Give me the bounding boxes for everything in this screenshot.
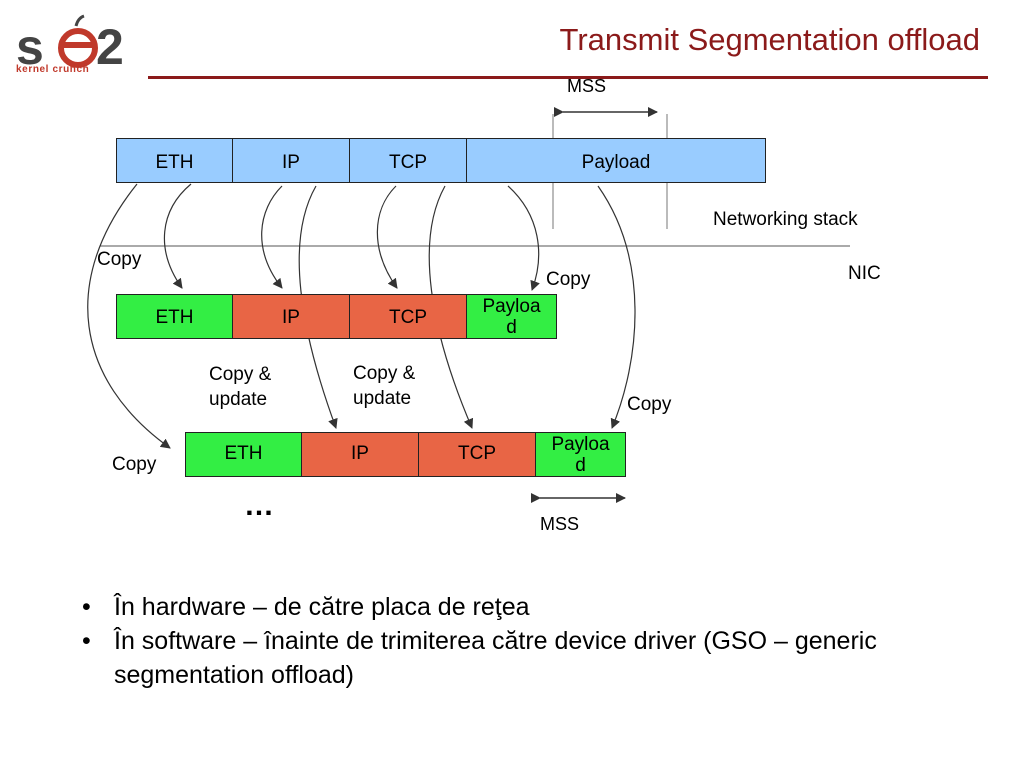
mss-top-label: MSS: [567, 76, 607, 96]
row2-tcp-header: TCP: [349, 294, 467, 339]
bullet-list: • În hardware – de către placa de reţea …: [82, 590, 982, 692]
bullet-text: În software – înainte de trimiterea cătr…: [114, 627, 877, 689]
copy-label-left-top: Copy: [97, 249, 142, 270]
row2-eth-header: ETH: [116, 294, 233, 339]
row1-payload: Payload: [466, 138, 766, 183]
arrow-eth-copy: [163, 183, 192, 289]
copy-label-left-bottom: Copy: [112, 454, 157, 475]
ellipsis: …: [244, 489, 274, 522]
arrow-ip-copy-update: [298, 185, 338, 429]
bullet-item: • În hardware – de către placa de reţea: [82, 590, 982, 624]
title-divider: [148, 76, 988, 79]
row3-eth-header: ETH: [185, 432, 302, 477]
svg-text:2: 2: [96, 19, 124, 75]
bullet-item: • În software – înainte de trimiterea că…: [82, 624, 982, 692]
row1-ip-header: IP: [232, 138, 350, 183]
logo-subtitle: kernel crunch: [16, 64, 90, 75]
arrow-tcp-copy-update: [428, 185, 474, 429]
row3-ip-header: IP: [301, 432, 419, 477]
row3-payload: Payloa d: [535, 432, 626, 477]
row1-payload-label: Payload: [581, 152, 651, 173]
row3-tcp-header: TCP: [418, 432, 536, 477]
mss-bottom-label: MSS: [540, 514, 580, 534]
copy-update-label-1: Copy & update: [209, 364, 272, 410]
copy-update-label-2: Copy & update: [353, 363, 416, 409]
bullet-text: În hardware – de către placa de reţea: [114, 593, 530, 621]
copy-label-right-mid: Copy: [627, 394, 672, 415]
arrow-payload-copy: [507, 185, 540, 291]
row1-eth-header: ETH: [116, 138, 233, 183]
bullet-marker: •: [82, 627, 91, 655]
nic-label: NIC: [848, 263, 881, 284]
arrow-ip-copy: [261, 185, 283, 289]
arrow-payload-copy-row3: [597, 185, 636, 429]
arrow-tcp-copy: [376, 185, 398, 289]
row2-payload: Payloa d: [466, 294, 557, 339]
page-title: Transmit Segmentation offload: [559, 22, 980, 57]
row2-ip-header: IP: [232, 294, 350, 339]
row1-tcp-header: TCP: [349, 138, 467, 183]
svg-text:s: s: [16, 19, 44, 75]
networking-stack-label: Networking stack: [713, 209, 858, 230]
copy-label-right-top: Copy: [546, 269, 591, 290]
bullet-marker: •: [82, 593, 91, 621]
so2-logo: s 2: [16, 14, 124, 75]
arrow-eth-copy-row3: [87, 183, 171, 449]
